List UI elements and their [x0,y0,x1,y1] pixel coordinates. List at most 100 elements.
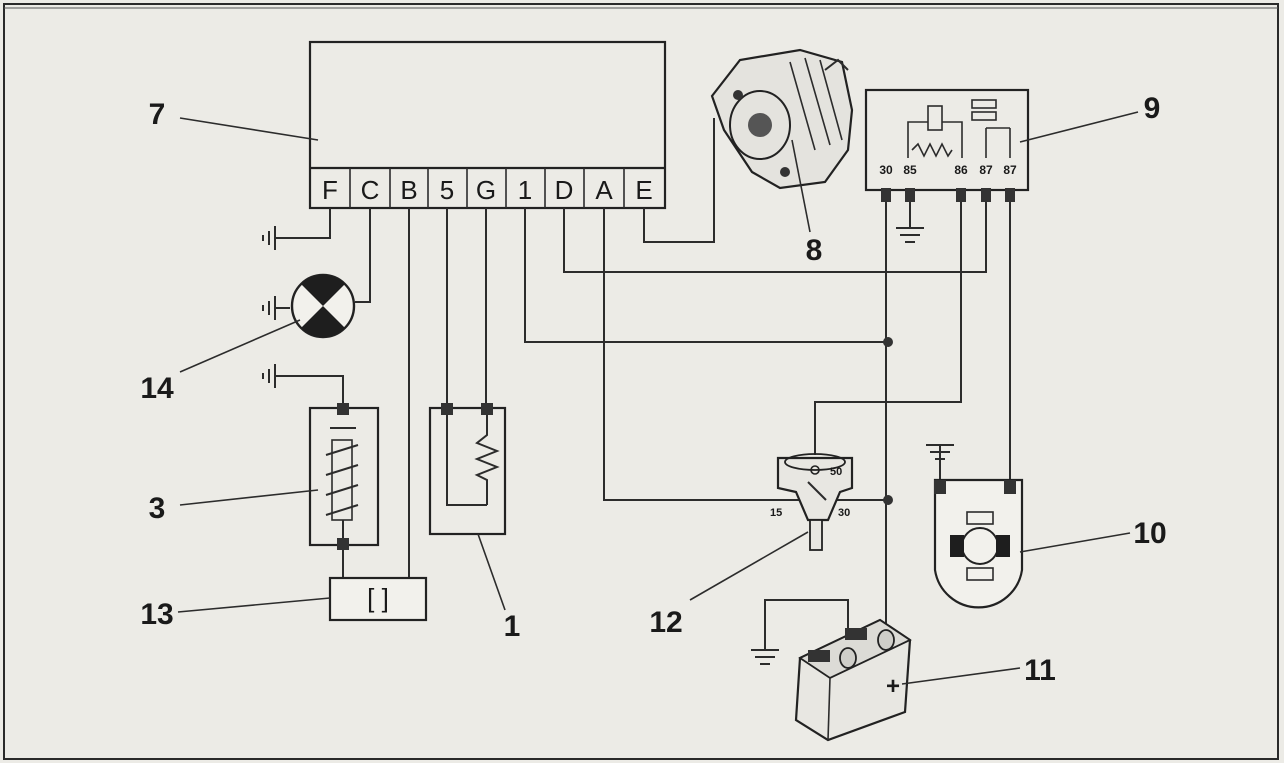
relay-contact-2 [971,111,997,121]
wire-battery-ground [764,599,849,650]
wires [275,118,1011,670]
relay-pins [881,188,1015,202]
resistor-return-lead [446,415,487,506]
callout-connector: 13 [140,598,173,631]
leader-3 [179,489,319,506]
motor-brush-top [966,511,994,525]
callout-ignition-switch: 12 [649,606,682,639]
wire-f-ground [275,208,331,239]
alternator-shaft [748,113,772,137]
connector: [ ] [328,576,428,622]
ground-symbol-f [262,226,276,250]
pin-label-b: B [400,175,417,205]
callout-relay: 9 [1144,92,1161,125]
relay-pin-label-86: 86 [954,163,968,177]
wire-a-junction [603,208,888,501]
pin-label-g: G [476,175,496,205]
ground-symbol-relay [896,227,924,243]
leader-7 [179,117,319,141]
battery-terminal-negative [839,647,857,669]
battery: + [794,618,912,742]
relay-resistor [911,142,953,158]
callout-control-unit: 7 [149,98,166,131]
motor-pole-left [950,535,964,557]
battery-handle-left [808,650,830,662]
resistor-sensor [428,403,507,536]
wire-heater-ground [275,375,344,408]
connector-body [328,576,428,622]
pin-label-f: F [322,175,338,205]
leader-12 [689,531,809,601]
pin-label-d: D [555,175,574,205]
relay-pin-label-87a: 87 [979,163,993,177]
ignition-terminal-15: 15 [770,507,782,519]
heater-terminal-bottom [337,538,349,550]
junction-dot-lower [883,495,893,505]
alternator-mount [824,58,849,71]
warning-lamp-sector-bottom [301,306,345,338]
ignition-switch: 50 15 30 [770,453,854,551]
connector-symbol: [ ] [367,583,389,613]
ignition-switch-shaft [809,519,823,551]
leader-10 [1019,532,1131,553]
wire-1-junction [524,208,888,343]
battery-plus-symbol: + [886,673,900,700]
alternator-bolt-2 [780,167,790,177]
ignition-terminal-50-dot [810,465,820,475]
pin-label-c: C [361,175,380,205]
motor [933,478,1024,609]
resistor-zigzag [474,415,500,505]
motor-terminal-left [934,480,946,494]
leader-13 [177,597,331,613]
callout-battery: 11 [1024,654,1056,687]
alternator-front-plate [729,90,791,160]
warning-lamp-sector-top [301,274,345,306]
resistor-terminal-right [481,403,493,415]
resistor-terminal-left [441,403,453,415]
wire-c-lamp [355,208,371,303]
junction-dot-upper [883,337,893,347]
leader-14 [179,319,301,373]
pin-label-e: E [635,175,652,205]
relay-coil-lead-right [942,121,963,158]
pin-label-1: 1 [518,175,532,205]
leader-9 [1019,111,1139,143]
ignition-terminal-50: 50 [830,466,842,478]
callout-resistor-sensor: 1 [504,610,521,643]
leader-1 [477,533,506,611]
wire-relay86-ignition [814,200,962,455]
ignition-terminal-30: 30 [838,507,850,519]
wire-e-alternator [643,118,715,243]
callout-labels: 7 8 9 10 11 12 13 14 3 1 [140,92,1166,687]
alternator [710,48,854,190]
battery-terminal-positive [877,629,895,651]
ground-symbol-motor [926,444,954,460]
wire-d-relay [563,200,987,273]
heater-coil [325,444,359,516]
callout-warning-lamp: 14 [140,372,174,405]
leader-11 [901,667,1021,685]
ground-symbol-heater [262,364,276,388]
relay-coil-lead-left [907,121,928,158]
page-frame [3,3,1279,760]
battery-edge [827,677,831,741]
motor-brush-bottom [966,567,994,581]
resistor-sensor-body [428,406,507,536]
motor-housing [933,478,1024,609]
battery-handle-right [845,628,867,640]
heater-element [308,403,380,550]
ground-symbol-battery [751,649,779,665]
control-unit: F C B 5 G 1 D A E [308,40,667,210]
callout-heater-element: 3 [149,492,166,525]
ground-symbol-lamp [262,296,276,320]
relay-contact-1 [971,99,997,109]
ignition-switch-slot [807,481,827,501]
alternator-bolt-1 [733,90,743,100]
pin-label-5: 5 [440,175,454,205]
alternator-fins [789,57,843,151]
relay: 30 85 86 87 87 [864,88,1030,202]
motor-terminal-right [1004,480,1016,494]
pin-label-a: A [595,175,613,205]
